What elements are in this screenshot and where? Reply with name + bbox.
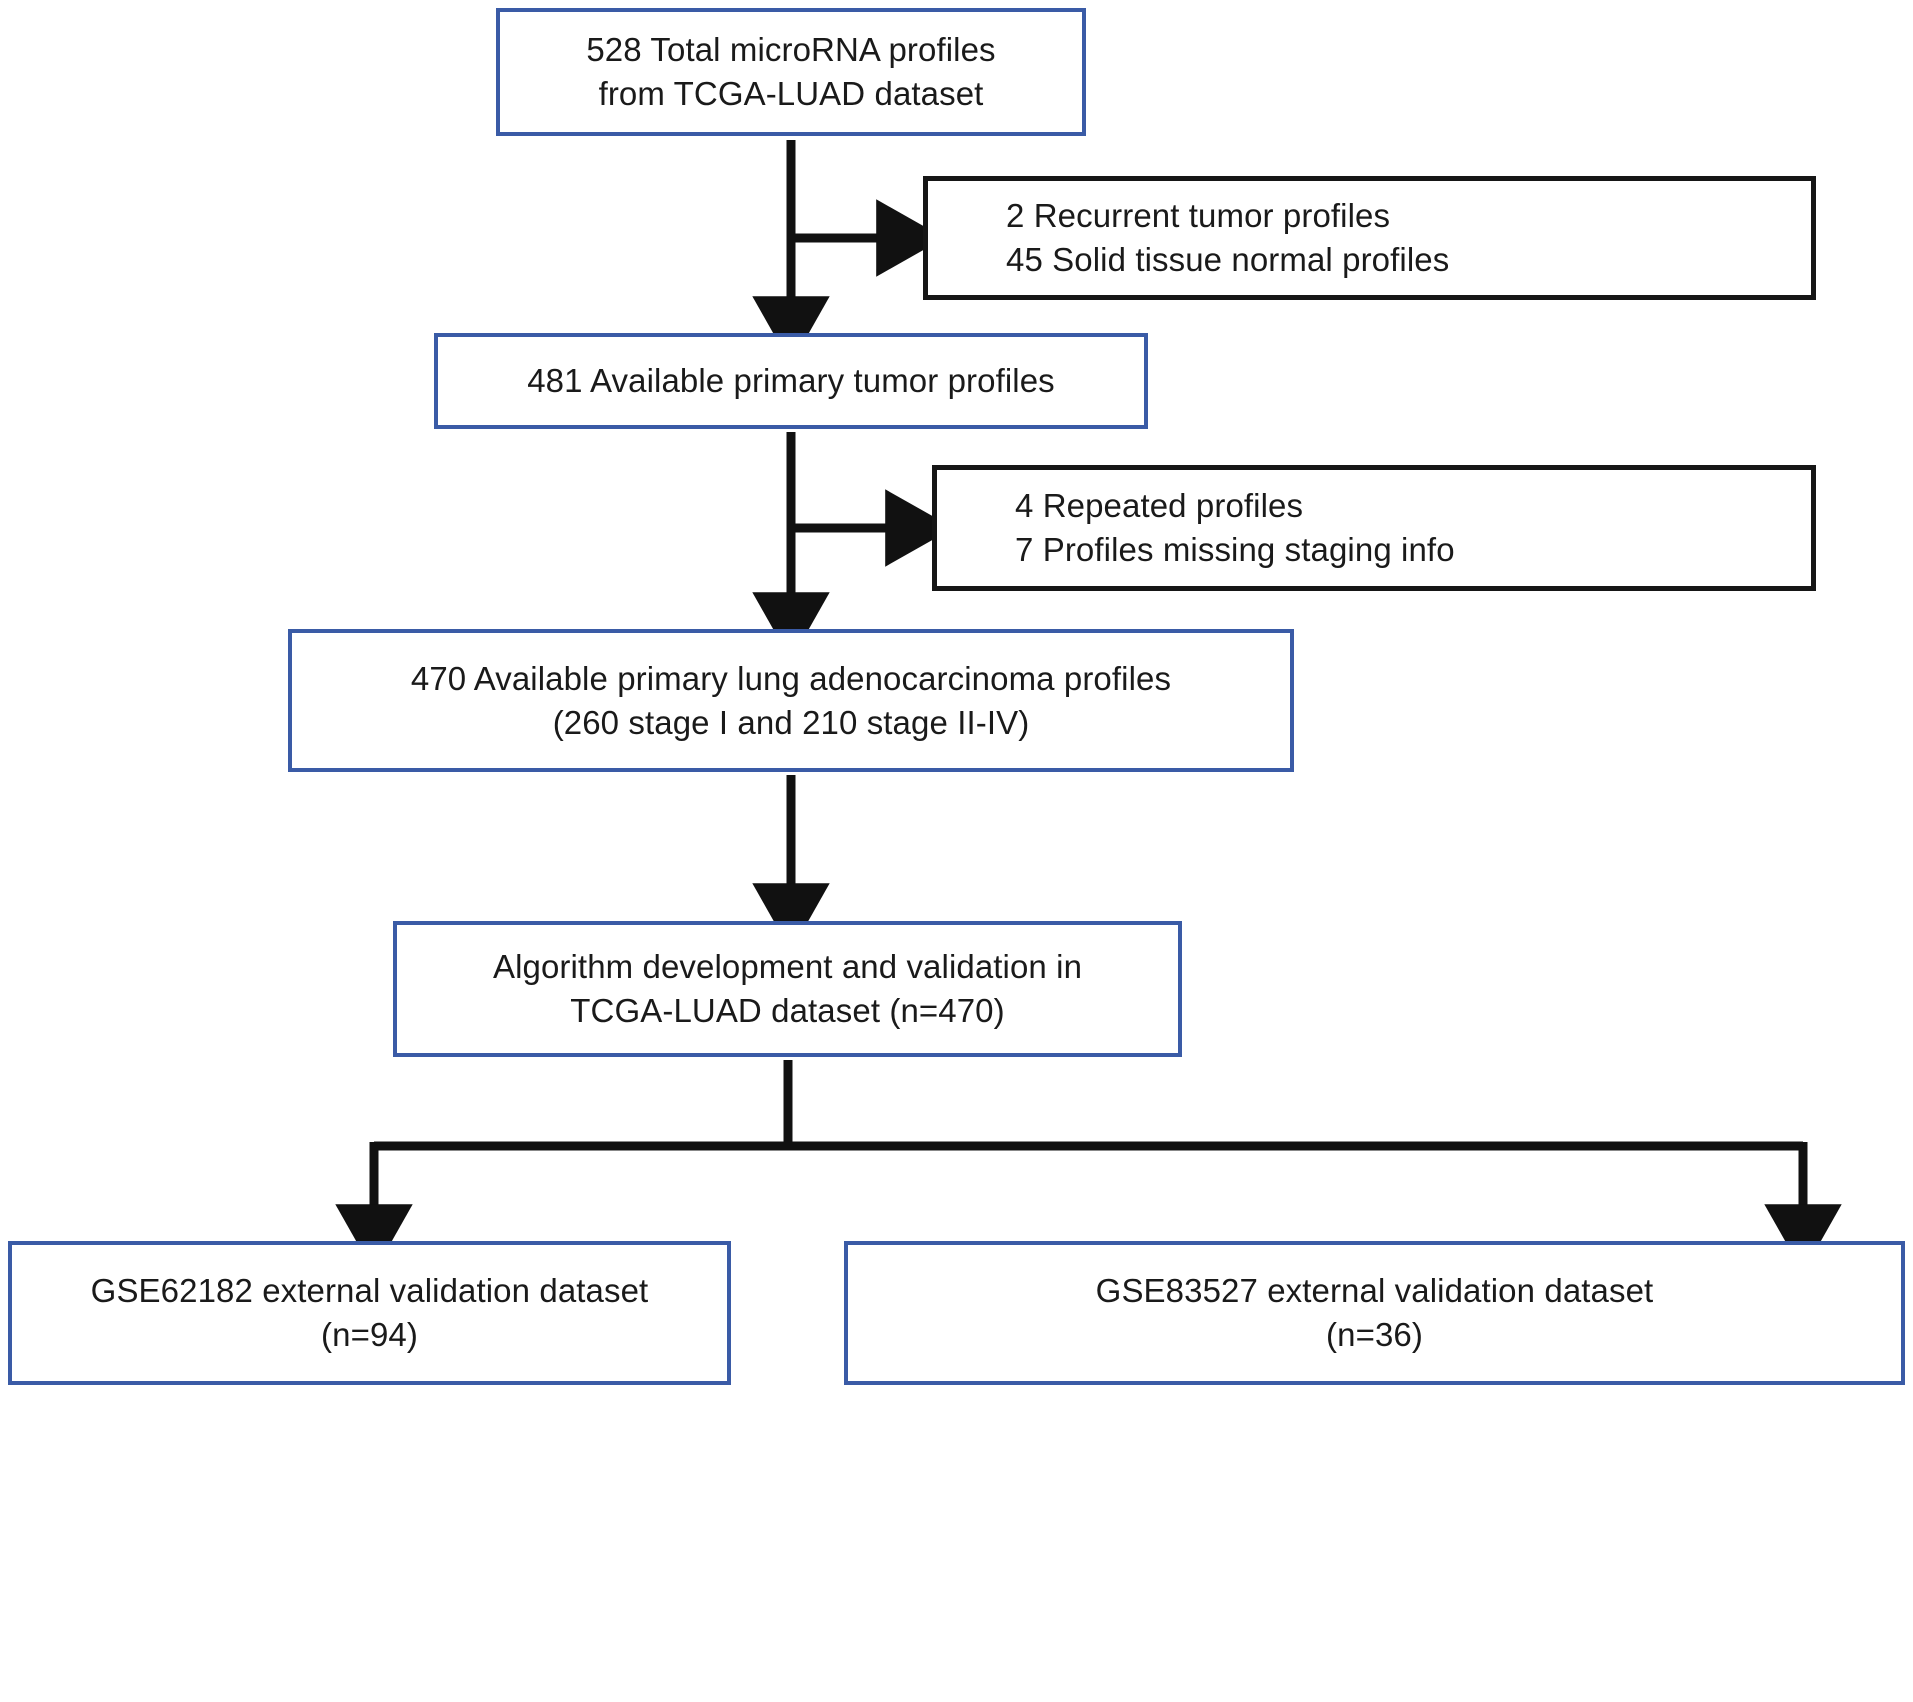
node-total-profiles-line-2: from TCGA-LUAD dataset (598, 75, 984, 112)
node-excluded-2: 4 Repeated profiles 7 Profiles missing s… (932, 465, 1816, 591)
connector-algorithm-split (335, 1060, 1842, 1273)
node-validation-gse62182: GSE62182 external validation dataset (n=… (8, 1241, 731, 1385)
node-algorithm-dev: Algorithm development and validation in … (393, 921, 1182, 1057)
node-available-luad-line-1: 470 Available primary lung adenocarcinom… (410, 659, 1172, 697)
node-algorithm-dev-line-1: Algorithm development and validation in (492, 948, 1083, 986)
node-excluded-2-line-2: 7 Profiles missing staging info (1015, 531, 1455, 568)
node-excluded-2-line-1: 4 Repeated profiles (1015, 487, 1304, 525)
node-excluded-1-line-1: 2 Recurrent tumor profiles (1006, 197, 1391, 235)
node-available-luad: 470 Available primary lung adenocarcinom… (288, 629, 1294, 772)
node-validation-gse83527-line-2: (n=36) (1326, 1316, 1423, 1353)
node-validation-gse62182-line-2: (n=94) (321, 1316, 418, 1353)
node-validation-gse83527: GSE83527 external validation dataset (n=… (844, 1241, 1905, 1385)
node-validation-gse62182-line-1: GSE62182 external validation dataset (90, 1272, 649, 1310)
node-excluded-1: 2 Recurrent tumor profiles 45 Solid tiss… (923, 176, 1816, 300)
node-available-primary-tumor-line-1: 481 Available primary tumor profiles (527, 362, 1055, 400)
node-available-luad-line-2: (260 stage I and 210 stage II-IV) (552, 703, 1030, 741)
node-total-profiles-line-1: 528 Total microRNA profiles (586, 31, 996, 69)
node-algorithm-dev-line-2: TCGA-LUAD dataset (n=470) (570, 992, 1005, 1029)
node-available-primary-tumor: 481 Available primary tumor profiles (434, 333, 1148, 429)
node-total-profiles: 528 Total microRNA profiles from TCGA-LU… (496, 8, 1086, 136)
node-excluded-1-line-2: 45 Solid tissue normal profiles (1006, 241, 1450, 278)
node-validation-gse83527-line-1: GSE83527 external validation dataset (1095, 1272, 1654, 1310)
